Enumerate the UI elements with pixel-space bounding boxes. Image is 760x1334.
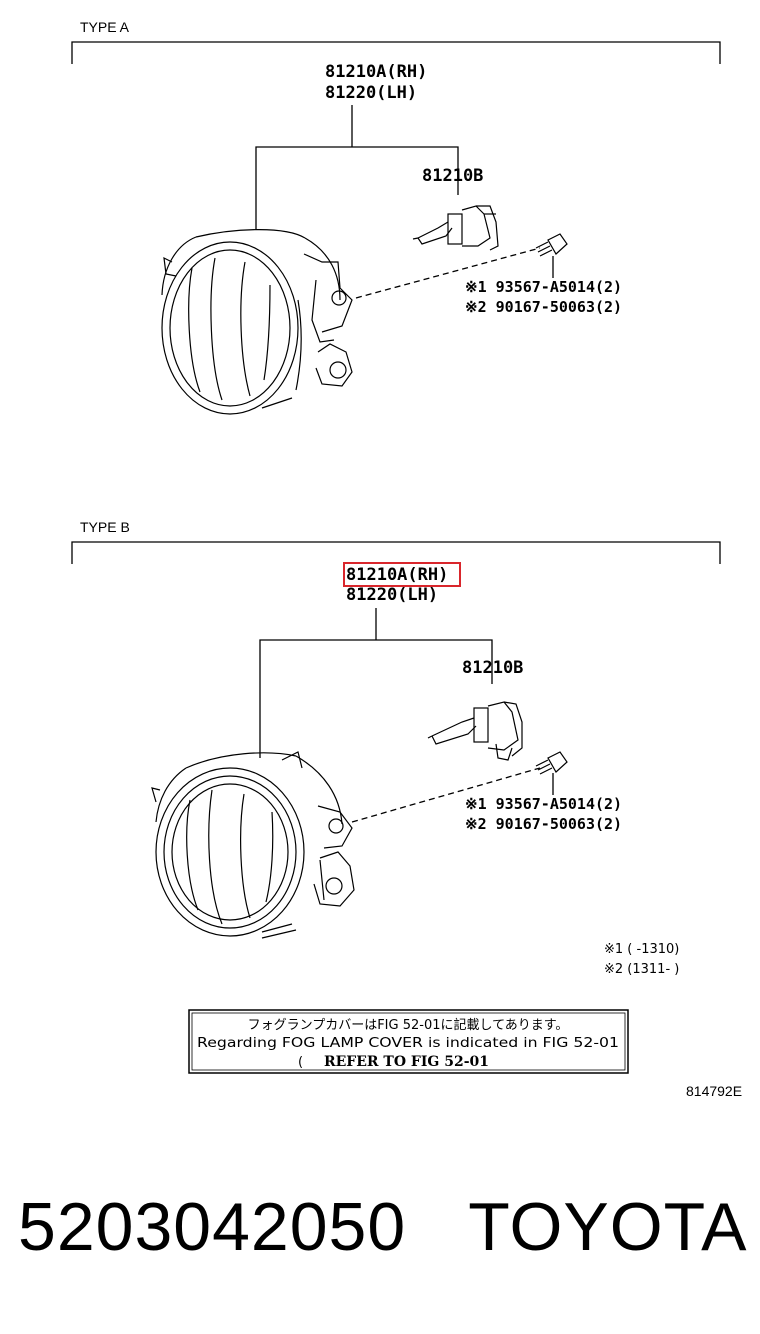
- type-b-screw-2[interactable]: ※2 90167-50063(2): [465, 815, 622, 833]
- type-b-bracket: [71, 541, 721, 564]
- type-b-screw-1[interactable]: ※1 93567-A5014(2): [465, 795, 622, 813]
- note-line-ref-paren: (: [298, 1055, 303, 1070]
- type-a-assembly-rh[interactable]: 81210A(RH): [325, 62, 427, 82]
- type-b-leaders: [259, 608, 554, 823]
- part-number: 5203042050: [18, 1189, 407, 1265]
- type-b-screw-illustration: [535, 751, 568, 775]
- type-b-footnote-1: ※1 ( -1310): [604, 942, 679, 957]
- note-line-en: Regarding FOG LAMP COVER is indicated in…: [197, 1036, 619, 1051]
- type-b-assembly-rh[interactable]: 81210A(RH): [346, 565, 448, 585]
- type-a-section: TYPE A 81210A(RH) 81220(LH) 81210B ※1 93…: [71, 19, 721, 415]
- note-box: フォグランプカバーはFIG 52-01に記載してあります。 Regarding …: [188, 1009, 629, 1074]
- type-a-bulb-label[interactable]: 81210B: [422, 166, 483, 186]
- type-a-label: TYPE A: [80, 19, 130, 35]
- type-a-screw-illustration: [535, 233, 568, 257]
- type-b-bulb-illustration: [427, 701, 523, 761]
- type-a-fog-lamp-illustration: [161, 229, 353, 415]
- brand-name: TOYOTA: [468, 1189, 748, 1265]
- type-b-assembly-lh[interactable]: 81220(LH): [346, 585, 438, 605]
- type-b-bulb-label[interactable]: 81210B: [462, 658, 523, 678]
- type-b-label: TYPE B: [80, 519, 130, 535]
- type-b-fog-lamp-illustration: [151, 751, 355, 939]
- type-b-section: TYPE B 81210A(RH) 81220(LH) 81210B ※1 93…: [71, 519, 721, 977]
- type-a-assembly-lh[interactable]: 81220(LH): [325, 83, 417, 103]
- type-a-screw-2[interactable]: ※2 90167-50063(2): [465, 298, 622, 316]
- type-b-footnote-2: ※2 (1311- ): [604, 962, 679, 977]
- part-caption: 5203042050 TOYOTA: [18, 1188, 747, 1266]
- type-a-bracket: [71, 41, 721, 64]
- type-a-bulb-illustration: [412, 205, 499, 251]
- type-a-screw-1[interactable]: ※1 93567-A5014(2): [465, 278, 622, 296]
- note-line-ref[interactable]: REFER TO FIG 52-01: [324, 1054, 489, 1070]
- highlight-box: [343, 562, 461, 587]
- illustration-number: 814792E: [686, 1083, 742, 1099]
- note-line-jp: フォグランプカバーはFIG 52-01に記載してあります。: [248, 1017, 569, 1033]
- type-a-leaders: [255, 105, 554, 299]
